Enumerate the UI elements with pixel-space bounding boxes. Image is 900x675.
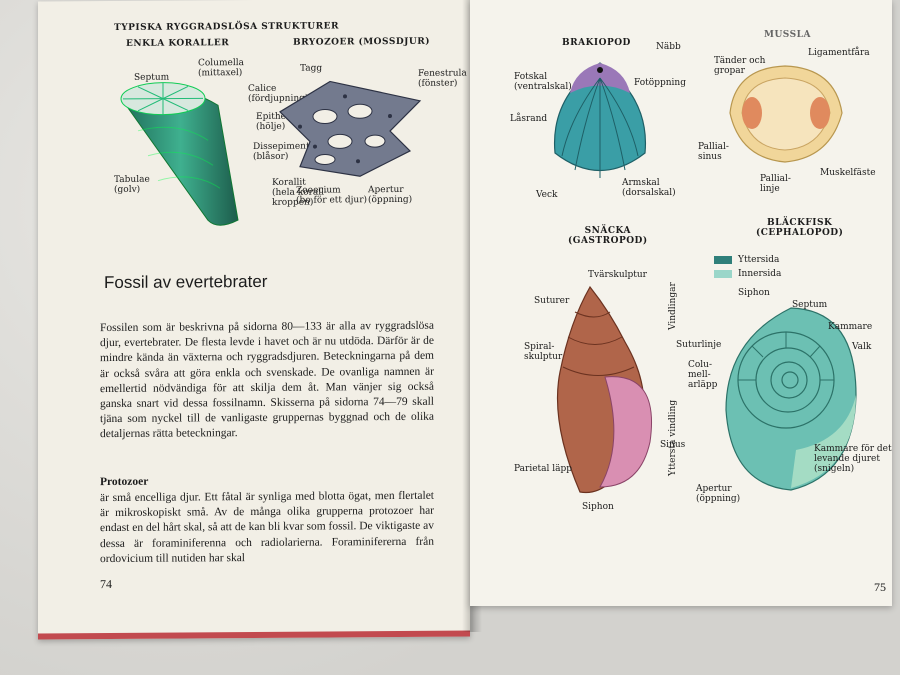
- legend-label-innersida: Innersida: [738, 269, 782, 279]
- label-veck: Veck: [536, 190, 558, 200]
- label-nabb: Näbb: [656, 42, 681, 52]
- label-columellarlapp: Colu- mell- arläpp: [688, 360, 718, 390]
- legend-swatch-yttersida: [714, 256, 732, 264]
- label-siphon-cephalopod: Siphon: [738, 288, 770, 298]
- bryozoa-heading: BRYOZOER (MOSSDJUR): [293, 36, 430, 48]
- cephalopod-illustration: [725, 307, 857, 491]
- coral-heading: ENKLA KORALLER: [126, 38, 230, 49]
- label-valk: Valk: [852, 342, 872, 352]
- protozoer-paragraph: är små encelliga djur. Ett fåtal är synl…: [100, 489, 434, 565]
- label-tabulae: Tabulae (golv): [114, 174, 150, 195]
- label-pallialinje: Pallial- linje: [760, 174, 791, 194]
- intro-paragraph: Fossilen som är beskrivna på sidorna 80—…: [100, 319, 434, 441]
- label-apertur-gastropod: Apertur (öppning): [696, 484, 741, 504]
- label-kammare-levande: Kammare för det levande djuret (snigeln): [814, 444, 892, 474]
- brachiopod-illustration: [553, 62, 647, 178]
- page-number-left: 74: [100, 576, 112, 592]
- gastropod-heading: SNÄCKA (GASTROPOD): [568, 226, 648, 246]
- label-sinus: Sinus: [660, 440, 686, 450]
- bivalve-illustration: [729, 65, 843, 163]
- label-kammare: Kammare: [828, 322, 873, 332]
- label-siphon-gastropod: Siphon: [582, 502, 614, 512]
- label-tvarskulptur: Tvärskulptur: [588, 270, 647, 280]
- subheading-protozoer: Protozoer: [100, 475, 149, 489]
- label-pallialsinus: Pallial- sinus: [698, 142, 729, 162]
- label-columella: Columella (mittaxel): [198, 58, 244, 79]
- label-septum-cephalopod: Septum: [792, 300, 828, 310]
- label-tagg: Tagg: [300, 63, 323, 74]
- page-number-right: 75: [874, 580, 886, 594]
- label-apertur-bryozoa: Apertur (öppning): [368, 184, 413, 206]
- label-vindlingar: Vindlingar: [668, 282, 678, 330]
- open-book: TYPISKA RYGGRADSLÖSA STRUKTURER ENKLA KO…: [38, 0, 900, 640]
- label-muskelfaste: Muskelfäste: [820, 168, 876, 178]
- bivalve-heading: MUSSLA: [764, 30, 811, 40]
- label-tander: Tänder och gropar: [714, 56, 766, 76]
- label-suturlinje: Suturlinje: [676, 340, 722, 350]
- coral-illustration: [120, 82, 239, 226]
- label-fotoppning: Fotöppning: [634, 78, 686, 88]
- label-septum: Septum: [134, 72, 170, 83]
- legend-label-yttersida: Yttersida: [738, 255, 780, 265]
- label-parietal: Parietal läpp: [514, 464, 573, 474]
- label-zooecium: Zooecium (bo för ett djur): [296, 185, 368, 206]
- label-ligament: Ligamentfåra: [808, 48, 870, 58]
- label-lasrand: Låsrand: [510, 114, 548, 124]
- label-yttersta-vindling: Yttersta vindling: [668, 399, 678, 476]
- right-page: BRAKIOPOD Näbb Fotskal (ventralskal) Fot…: [470, 0, 892, 606]
- gastropod-illustration: [556, 285, 652, 494]
- left-page: TYPISKA RYGGRADSLÖSA STRUKTURER ENKLA KO…: [38, 0, 470, 640]
- cephalopod-heading: BLÄCKFISK (CEPHALOPOD): [756, 218, 844, 238]
- brachiopod-heading: BRAKIOPOD: [562, 38, 631, 48]
- legend-swatch-innersida: [714, 270, 732, 278]
- label-armskal: Armskal (dorsalskal): [622, 178, 676, 198]
- label-spiralskulptur: Spiral- skulptur: [524, 342, 563, 362]
- bryozoa-illustration: [279, 80, 422, 177]
- label-fotskal: Fotskal (ventralskal): [514, 72, 572, 92]
- section-title: Fossil av evertebrater: [104, 271, 268, 293]
- label-suturer: Suturer: [534, 296, 570, 306]
- label-fenestrula: Fenestrula (fönster): [418, 68, 467, 89]
- page-header: TYPISKA RYGGRADSLÖSA STRUKTURER: [114, 21, 339, 33]
